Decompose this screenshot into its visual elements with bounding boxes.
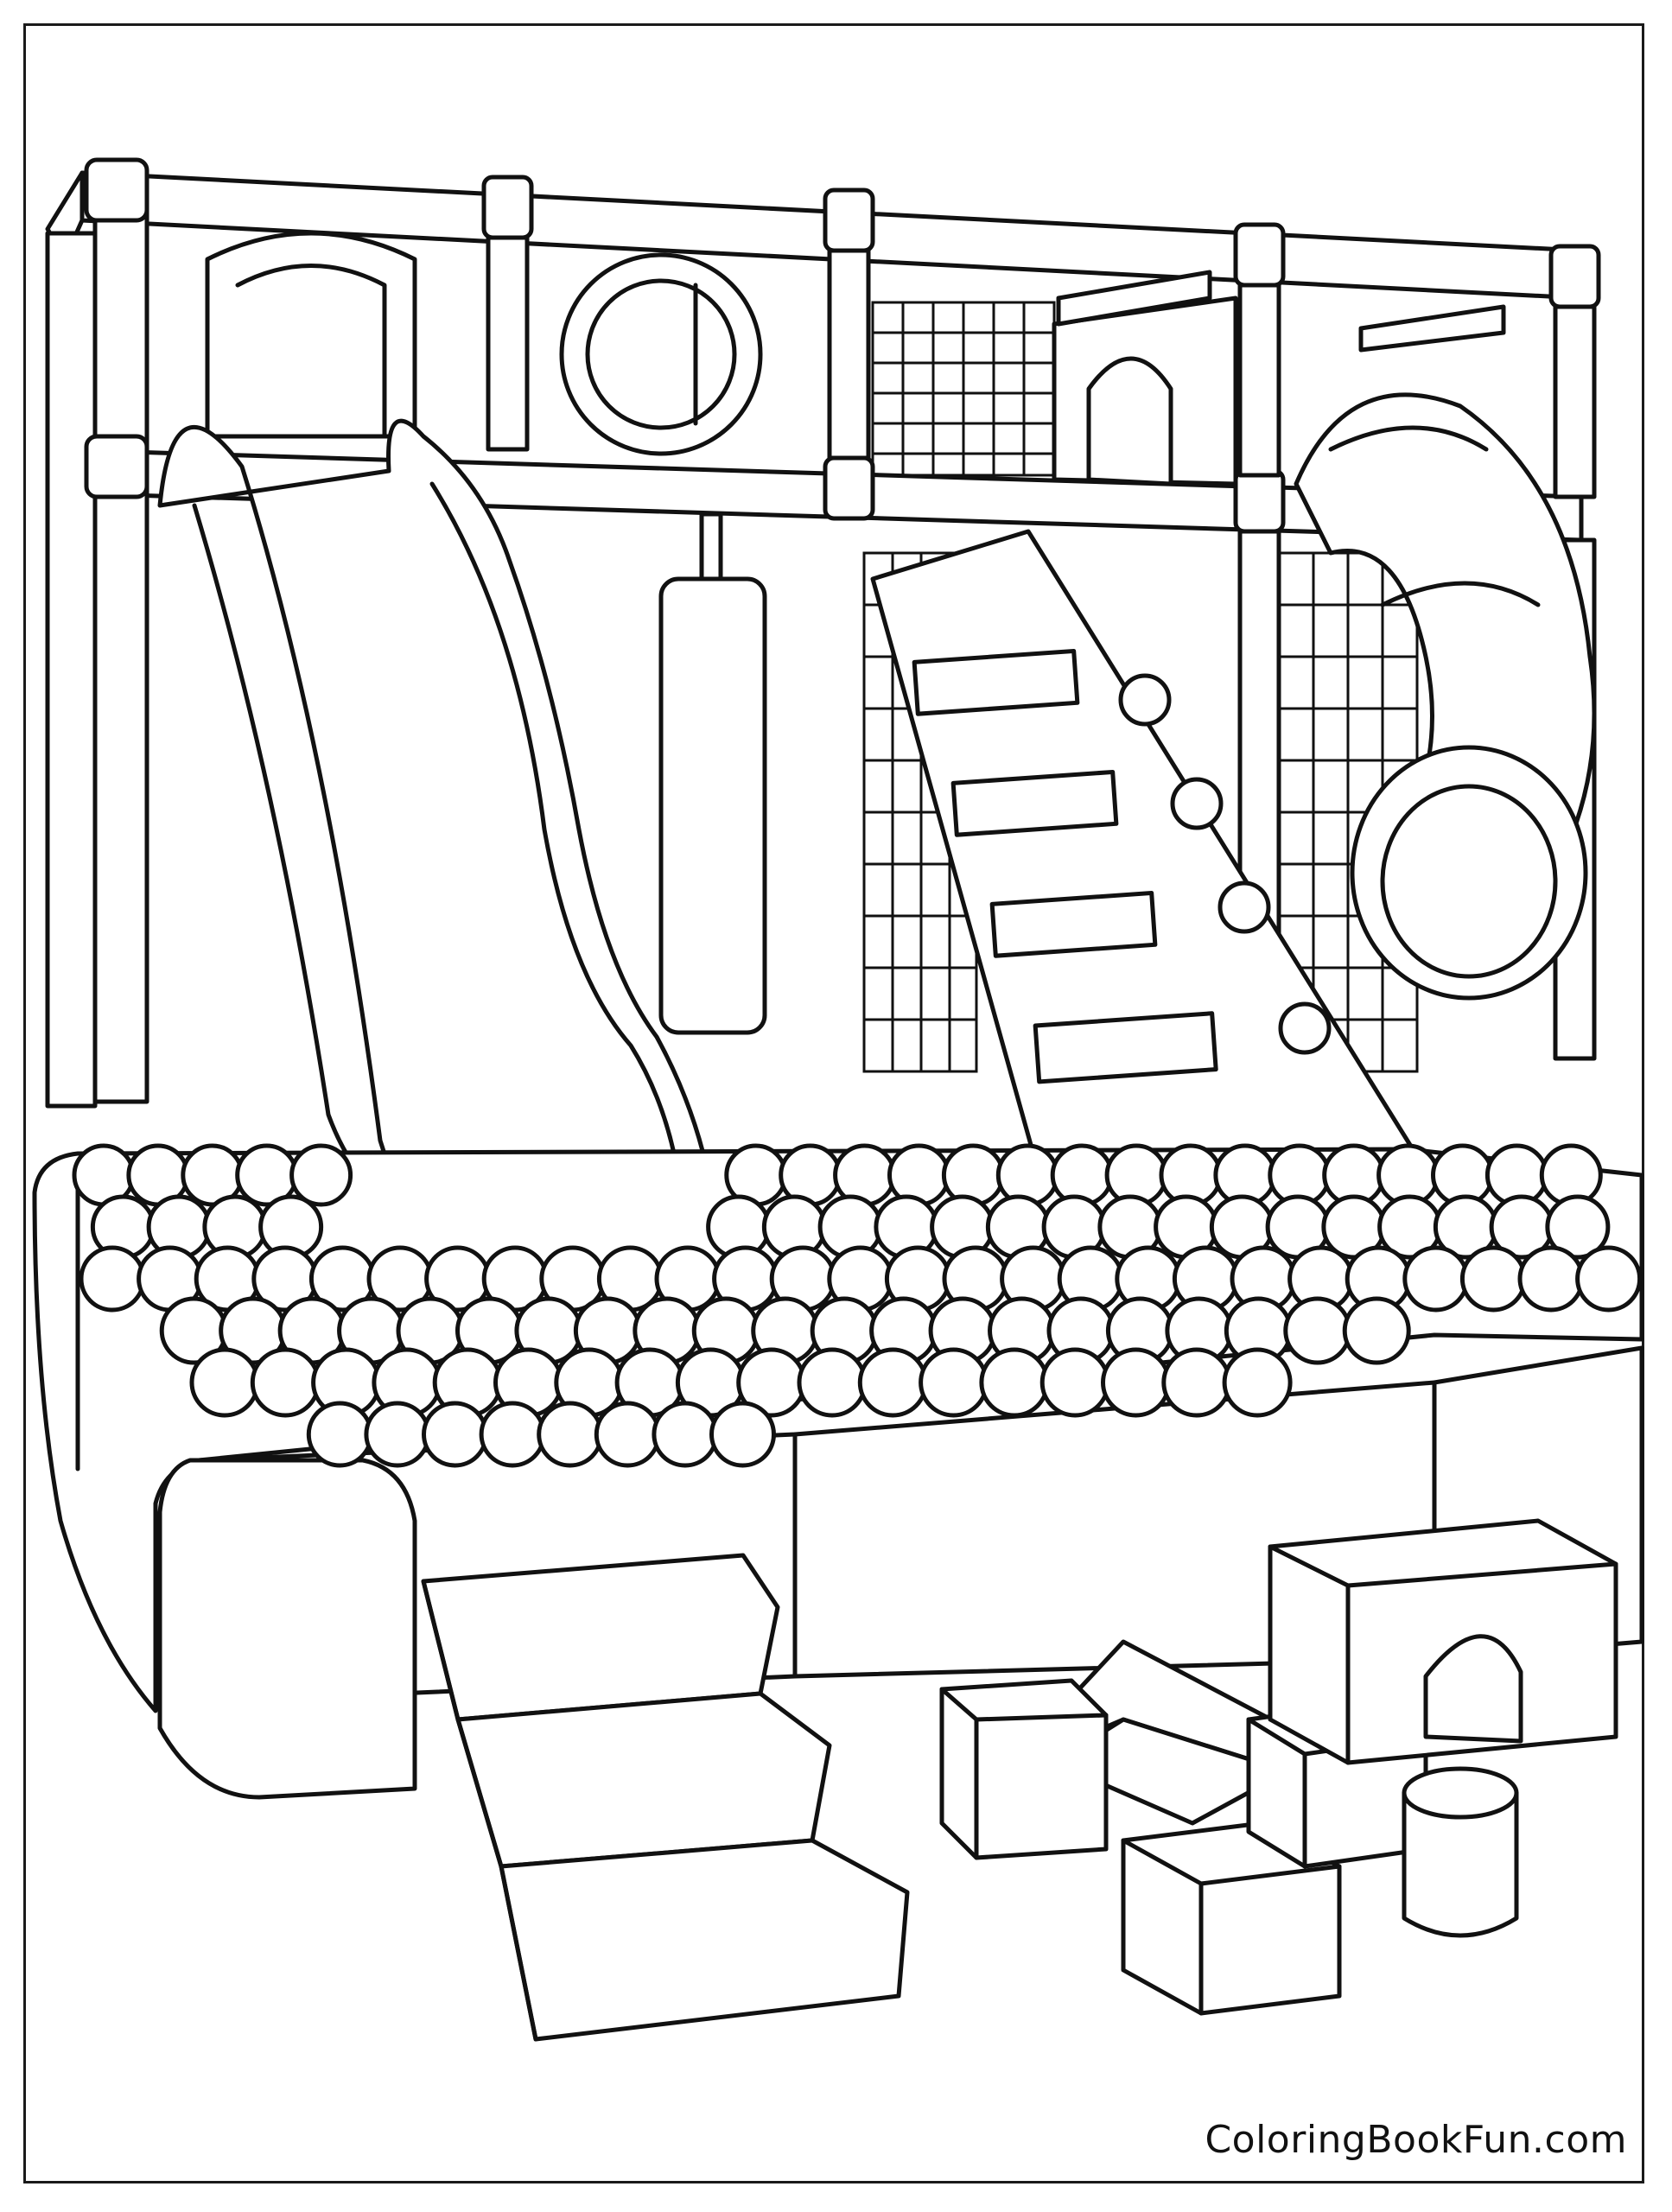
ball — [709, 1401, 776, 1468]
ball — [537, 1401, 604, 1468]
ball — [306, 1401, 373, 1468]
ball — [1039, 1347, 1110, 1418]
ball — [189, 1347, 260, 1418]
ball — [79, 1245, 146, 1313]
page-border — [23, 23, 1644, 2183]
ball — [1283, 1296, 1352, 1365]
ball — [1459, 1245, 1527, 1313]
ball — [979, 1347, 1050, 1418]
tube-slide — [1294, 392, 1597, 1001]
wave-slide — [157, 418, 720, 1247]
ball — [364, 1401, 431, 1468]
ball — [594, 1401, 661, 1468]
ball — [1101, 1347, 1171, 1418]
ball — [1545, 1194, 1611, 1260]
climbing-wall — [870, 529, 1415, 1169]
hanging-bag — [658, 512, 767, 1035]
ball — [1575, 1245, 1643, 1313]
ball — [857, 1347, 928, 1418]
ball — [289, 1143, 353, 1207]
ball — [1402, 1245, 1470, 1313]
upper-panels — [205, 231, 1506, 486]
ball — [479, 1401, 546, 1468]
site-watermark: ColoringBookFun.com — [1205, 2118, 1627, 2162]
ball — [652, 1401, 719, 1468]
ball-pit-balls — [72, 1143, 1643, 1468]
ball — [941, 1143, 1005, 1207]
foam-blocks — [939, 1518, 1618, 2016]
ball — [995, 1143, 1059, 1207]
ball — [797, 1347, 868, 1418]
ball — [1517, 1245, 1585, 1313]
ball — [250, 1347, 321, 1418]
ball — [1342, 1296, 1411, 1365]
ball — [1222, 1347, 1293, 1418]
foam-steps — [421, 1553, 910, 2042]
ball — [1161, 1347, 1232, 1418]
ball — [919, 1347, 989, 1418]
ball — [422, 1401, 488, 1468]
